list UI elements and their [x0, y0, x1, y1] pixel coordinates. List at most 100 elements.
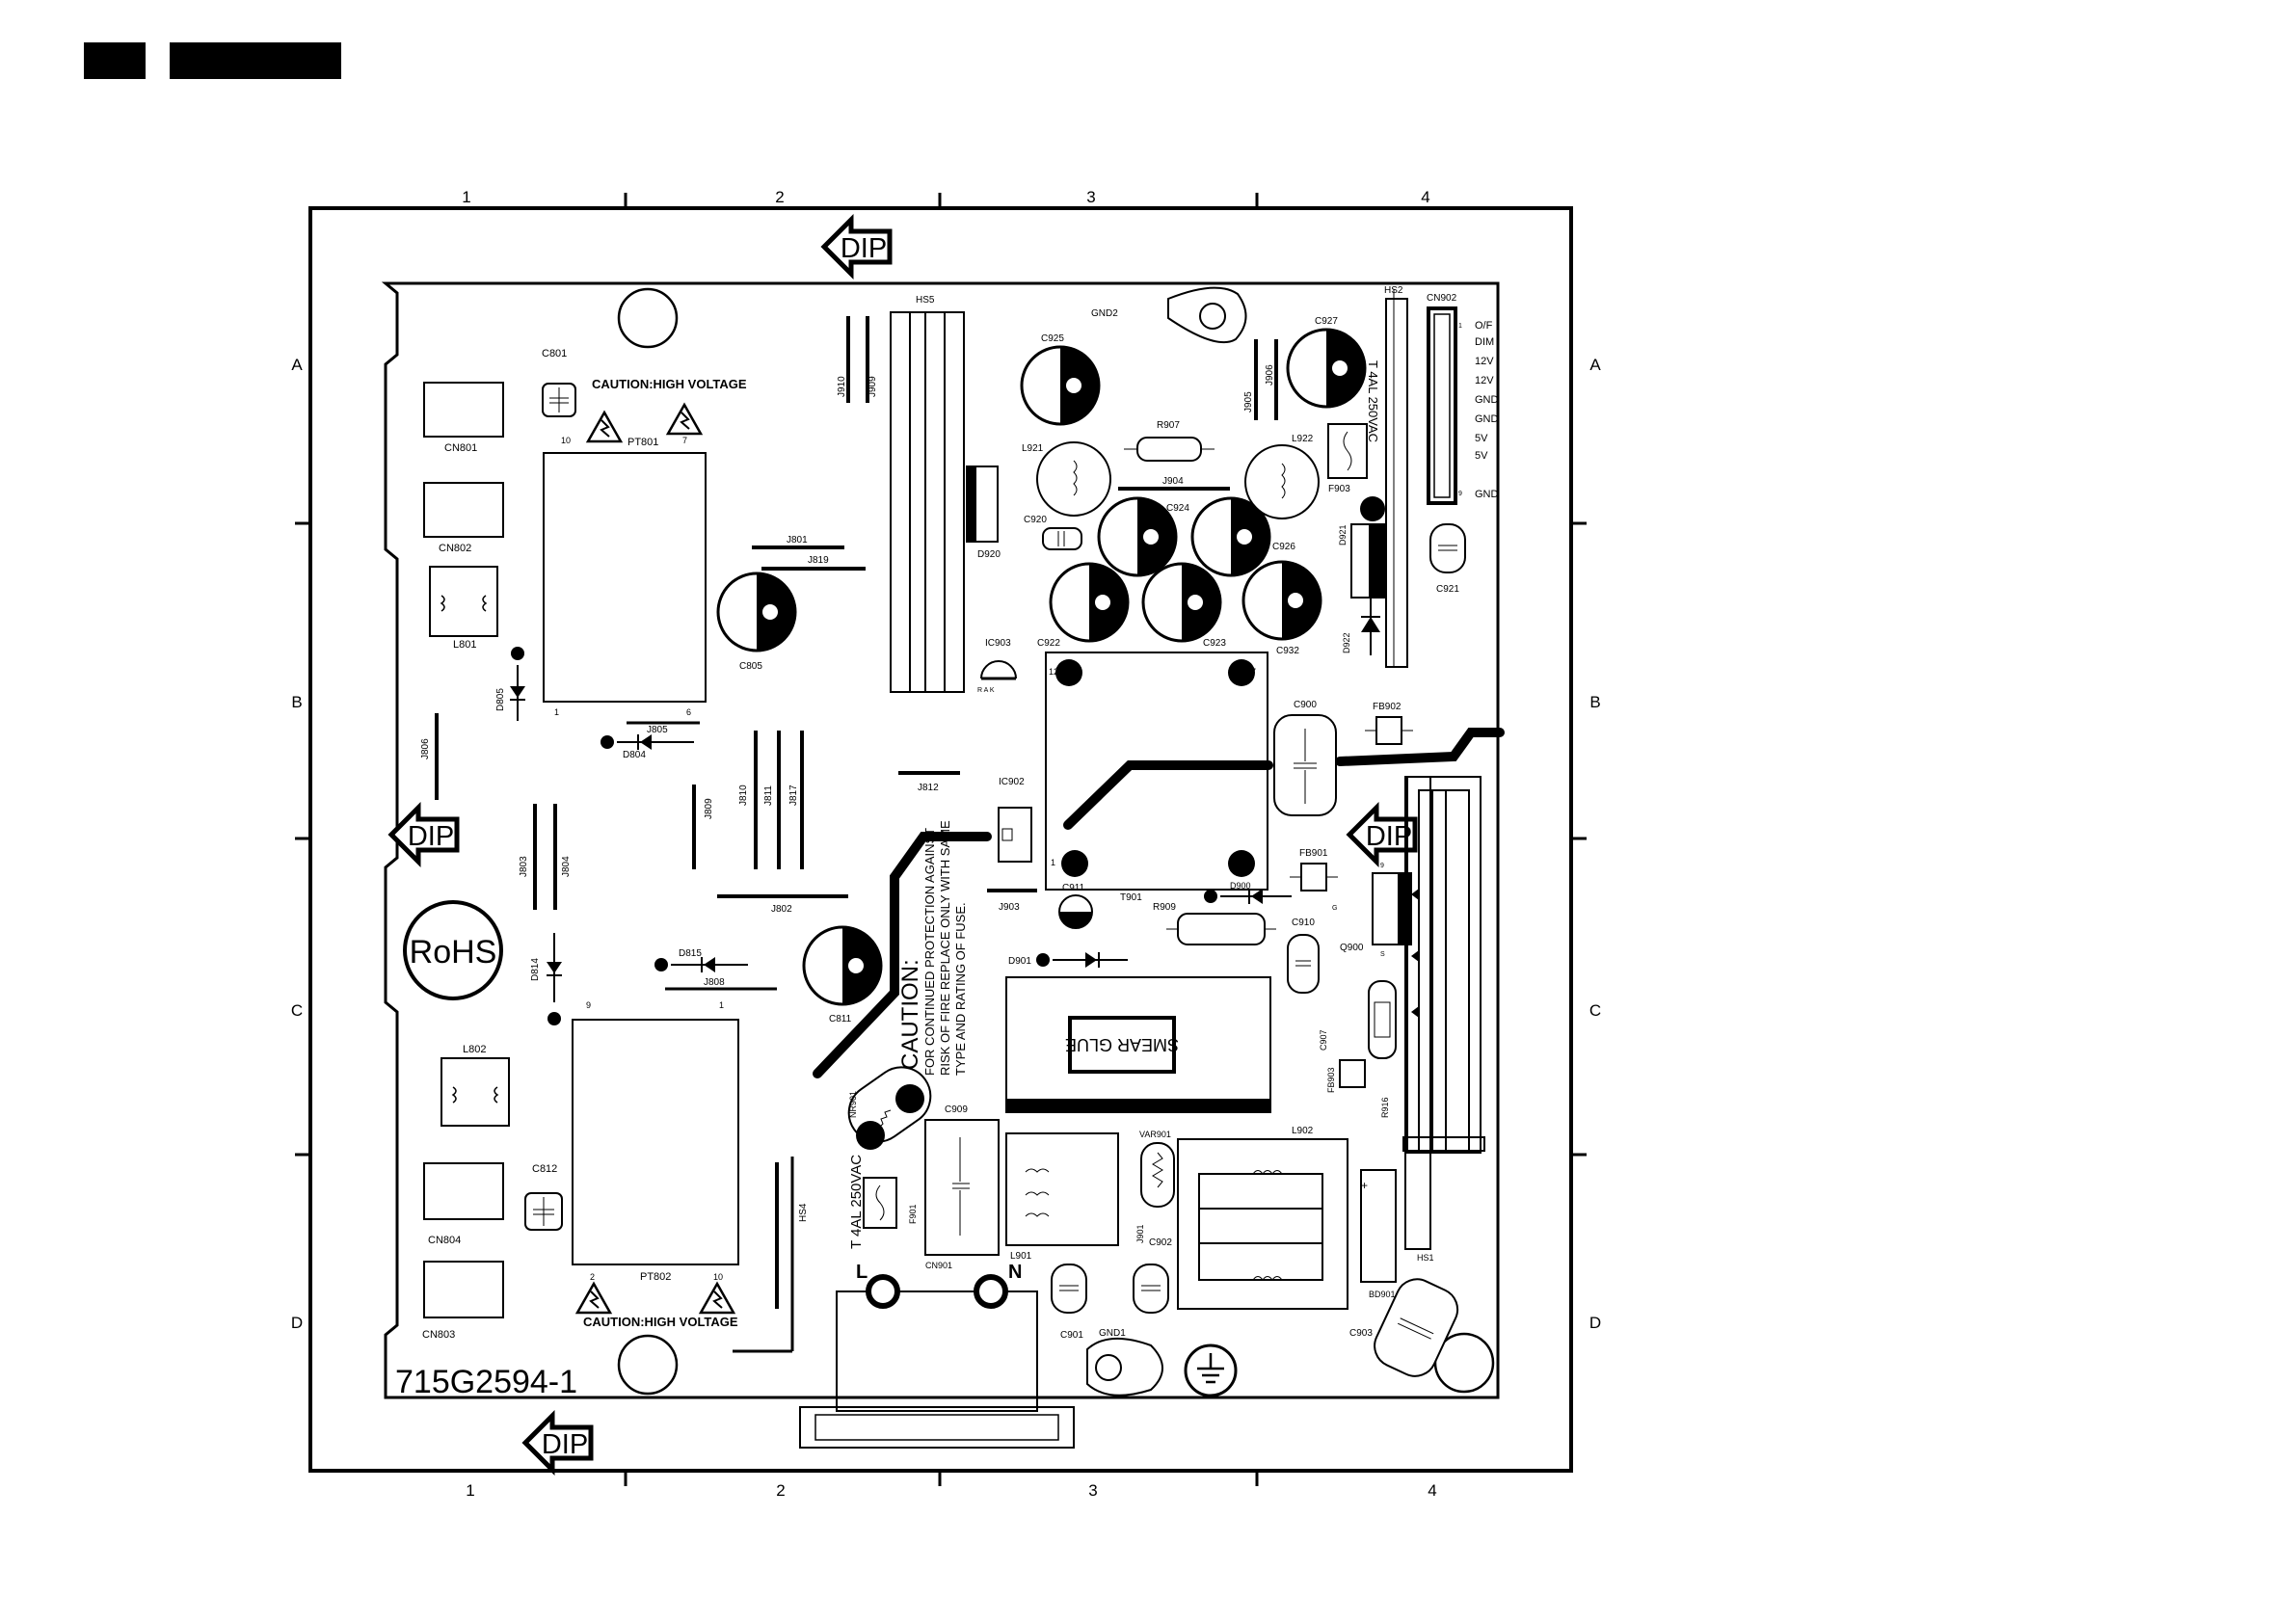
label-j906: J906 [1265, 364, 1275, 386]
svg-text:FOR CONTINUED PROTECTION AGAIN: FOR CONTINUED PROTECTION AGAINST [922, 828, 937, 1076]
thick-traces [813, 728, 1505, 1078]
label-c932: C932 [1276, 646, 1299, 656]
svg-text:FB902: FB902 [1373, 702, 1402, 712]
row-left-B: B [291, 693, 302, 711]
mains-connector: L N [799, 1262, 1075, 1449]
label-cn902: CN902 [1427, 293, 1457, 304]
diode-d804: D804 J805 [601, 721, 700, 760]
transformer-pt802 [572, 1019, 739, 1265]
header-block-small [84, 42, 146, 79]
label-j903: J903 [999, 902, 1020, 913]
hv-triangle-3 [575, 1282, 612, 1315]
label-j810: J810 [738, 785, 749, 806]
header-block-large [170, 42, 341, 79]
cap-c901: C901 [1051, 1264, 1087, 1341]
col-top-2: 2 [775, 188, 784, 206]
svg-text:F903: F903 [1328, 484, 1350, 494]
ecap-c925 [1020, 345, 1101, 426]
heatsink-hs2 [1385, 289, 1408, 668]
cn902-pin-2: DIM [1475, 336, 1494, 348]
svg-text:C907: C907 [1319, 1029, 1328, 1051]
svg-text:T 4AL 250VAC: T 4AL 250VAC [848, 1155, 865, 1249]
svg-text:L: L [856, 1262, 868, 1283]
label-j910: J910 [837, 376, 847, 397]
svg-text:C900: C900 [1294, 700, 1317, 710]
row-left-D: D [291, 1314, 303, 1332]
heatsink-hs5 [890, 311, 965, 693]
svg-text:CAUTION:: CAUTION: [897, 959, 923, 1070]
label-j801: J801 [787, 535, 808, 545]
col-bottom-1: 1 [466, 1481, 474, 1500]
cap-c920: C920 [1024, 515, 1082, 550]
label-c925: C925 [1041, 333, 1064, 344]
row-right-B: B [1589, 693, 1600, 711]
svg-text:D814: D814 [530, 958, 541, 981]
inductor-l901: L901 [1005, 1132, 1119, 1262]
bead-fb901: FB901 [1290, 848, 1338, 891]
label-j817: J817 [788, 785, 799, 806]
cn902-pin-1: O/F [1475, 320, 1493, 332]
label-j809: J809 [704, 798, 714, 819]
label-pt801: PT801 [627, 437, 658, 448]
svg-text:D805: D805 [495, 688, 506, 711]
gnd2-lug: GND2 [1091, 286, 1247, 344]
part-number: 715G2594-1 [395, 1364, 577, 1400]
t901-pads [1055, 659, 1255, 877]
cn902-pins: 1 O/F DIM 12V 12V GND GND 5V 5V 9 GND [1458, 320, 1499, 500]
inductor-marks [440, 595, 499, 1104]
diode-d900: D900 [1204, 881, 1292, 904]
label-l801: L801 [453, 639, 476, 651]
transformer-t901 [1045, 652, 1268, 891]
label-j804: J804 [561, 856, 572, 877]
label-cn801: CN801 [444, 442, 477, 454]
resistor-r907: R907 [1124, 420, 1215, 462]
cn902-pin-3: 12V [1475, 356, 1494, 367]
svg-text:GND1: GND1 [1099, 1328, 1126, 1339]
svg-text:D900: D900 [1230, 881, 1251, 891]
dip-arrow-bottom: DIP [525, 1416, 591, 1470]
label-j806: J806 [420, 738, 431, 759]
dip-arrow-top: DIP [824, 220, 890, 274]
pt801-pin7: 7 [682, 436, 687, 445]
ecap-c924 [1097, 496, 1178, 577]
row-right-A: A [1589, 356, 1601, 374]
pt802-pin2: 2 [590, 1272, 595, 1282]
bead-fb903: FB903 [1326, 1059, 1366, 1093]
row-right-C: C [1589, 1001, 1601, 1020]
pt801-pin1: 1 [554, 707, 559, 717]
t901-pin7: 7 [1251, 667, 1256, 677]
svg-text:L921: L921 [1022, 443, 1044, 454]
transformer-pt801 [543, 452, 707, 703]
label-j803: J803 [519, 856, 529, 877]
svg-text:T 4AL 250VAC: T 4AL 250VAC [1366, 360, 1380, 442]
col-top-3: 3 [1086, 188, 1095, 206]
caution-hv-top: CAUTION:HIGH VOLTAGE [592, 377, 747, 391]
ecap-c923 [1141, 562, 1222, 643]
t901-pin12: 12 [1049, 667, 1058, 677]
label-c923: C923 [1203, 638, 1226, 649]
svg-text:NR901: NR901 [848, 1091, 858, 1118]
label-c924: C924 [1166, 503, 1189, 514]
ic902: IC902 [998, 777, 1032, 863]
cn902-pin-8: 5V [1475, 450, 1488, 462]
svg-text:S: S [1380, 951, 1385, 958]
label-cn802: CN802 [439, 543, 471, 554]
svg-text:J805: J805 [647, 725, 668, 735]
cap-c801 [542, 383, 576, 417]
left-connectors [423, 382, 510, 1318]
inductor-l921: L921 [1022, 441, 1111, 517]
cn902-pin-5: GND [1475, 394, 1499, 406]
label-hs2: HS2 [1384, 285, 1403, 296]
hv-triangle-2 [666, 403, 703, 436]
svg-text:C911: C911 [1062, 883, 1085, 893]
right-rail [1402, 776, 1485, 1154]
label-j901: J901 [1135, 1224, 1145, 1243]
cn902-pin-9: GND [1475, 489, 1499, 500]
svg-text:Q900: Q900 [1340, 943, 1364, 953]
label-c927: C927 [1315, 316, 1338, 327]
earth-icon [1184, 1344, 1238, 1397]
svg-text:FB903: FB903 [1326, 1067, 1336, 1093]
svg-text:CN901: CN901 [925, 1261, 952, 1270]
cn902-pin-7: 5V [1475, 433, 1488, 444]
